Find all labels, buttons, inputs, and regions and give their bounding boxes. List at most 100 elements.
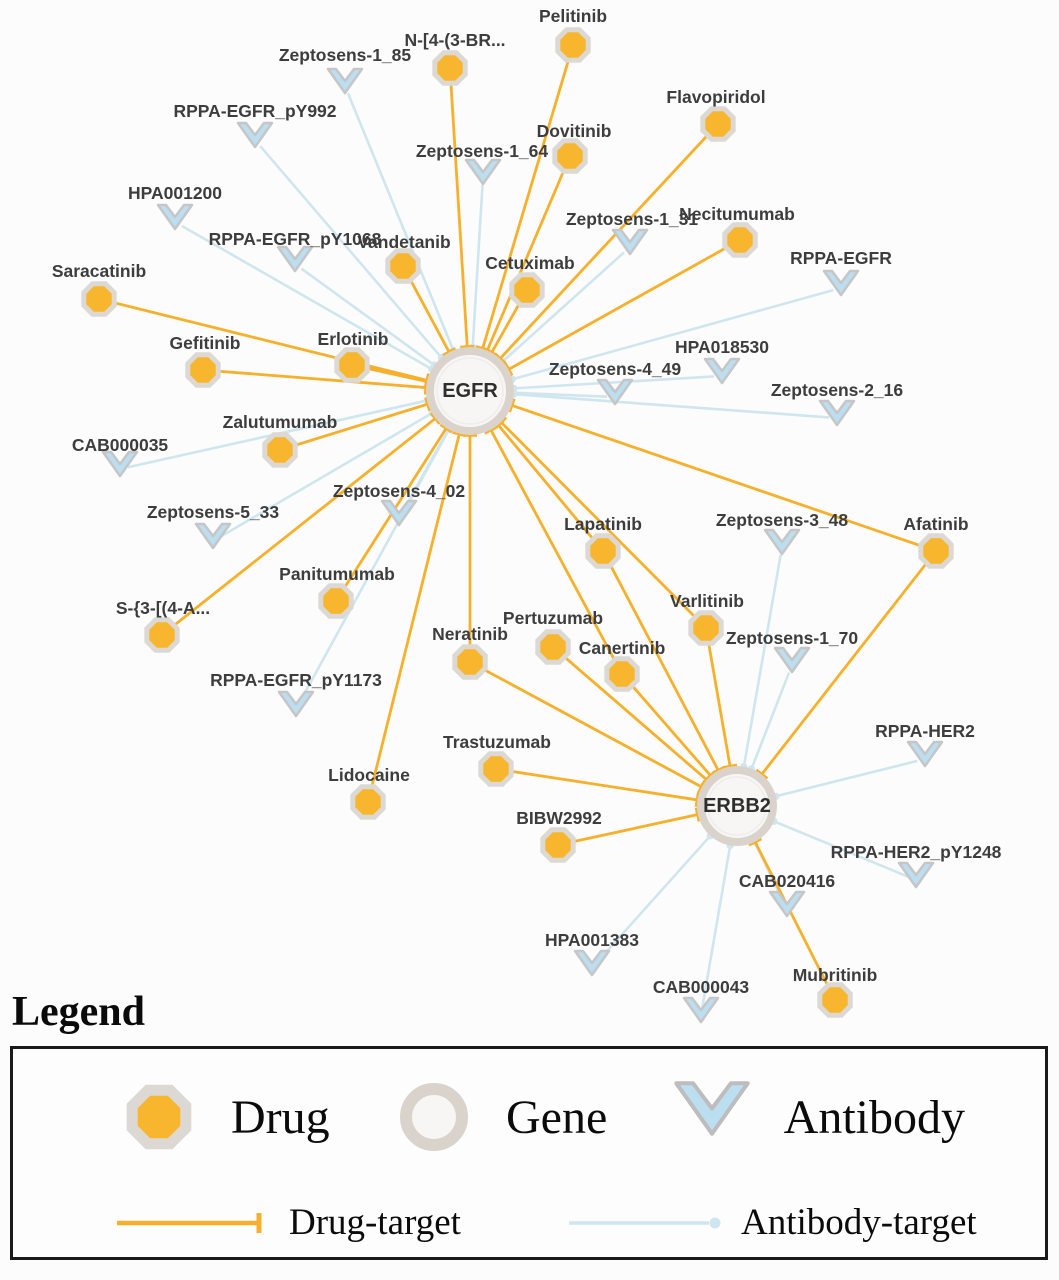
- antibody-node-cab020416: [768, 890, 806, 918]
- antibody-node-rppa-egfr-py992: [236, 121, 274, 149]
- gene-label-egfr: EGFR: [442, 380, 498, 402]
- tee-arrowhead: [722, 763, 738, 770]
- legend-drug-label: Drug: [231, 1090, 330, 1144]
- drug-edge-canertinib-erbb2: [626, 679, 718, 782]
- drug-node-varlitinib: [688, 610, 724, 646]
- antibody-chevron-icon: [573, 949, 611, 977]
- antibody-chevron-icon: [101, 450, 139, 478]
- drug-octagon-icon: [700, 106, 736, 142]
- drug-octagon-icon: [552, 138, 588, 174]
- antibody-node-zeptosens-3-48: [763, 528, 801, 556]
- antibody-node-zeptosens-4-49: [596, 378, 634, 406]
- drug-octagon-icon: [918, 533, 954, 569]
- legend-gene-label: Gene: [506, 1090, 608, 1144]
- drug-edge-cetuximab-egfr: [484, 296, 525, 358]
- node-label-pertuzumab: Pertuzumab: [503, 608, 603, 628]
- drug-octagon-icon: [688, 610, 724, 646]
- node-label-rppa-egfr: RPPA-EGFR: [790, 248, 892, 268]
- node-label-dovitinib: Dovitinib: [537, 121, 612, 141]
- node-label-zeptosens-1-70: Zeptosens-1_70: [726, 628, 859, 648]
- antibody-chevron-icon: [464, 158, 502, 186]
- drug-octagon-icon: [144, 617, 180, 653]
- legend-item-antibody-target: Antibody-target: [565, 1201, 977, 1244]
- drug-octagon-icon: [585, 533, 621, 569]
- node-label-neratinib: Neratinib: [432, 624, 508, 644]
- legend-antibody-target-label: Antibody-target: [741, 1202, 977, 1243]
- node-label-mubritinib: Mubritinib: [793, 965, 878, 985]
- node-label-cab000043: CAB000043: [653, 977, 750, 997]
- drug-octagon-icon: [262, 432, 298, 468]
- legend-title: Legend: [12, 989, 146, 1035]
- antibody-chevron-icon: [380, 499, 418, 527]
- antibody-node-icon: [673, 1081, 750, 1136]
- node-label-cab020416: CAB020416: [739, 871, 836, 891]
- drug-edge-n-4-3-br-egfr: [449, 75, 475, 350]
- drug-node-pertuzumab: [535, 629, 571, 665]
- node-label-rppa-egfr-py992: RPPA-EGFR_pY992: [173, 101, 336, 121]
- drug-octagon-icon: [385, 248, 421, 284]
- tee-arrowhead: [694, 807, 702, 822]
- gene-inner-ring: [707, 776, 767, 836]
- drug-octagon-icon: [722, 222, 758, 258]
- drug-octagon-icon: [185, 352, 221, 388]
- node-layer: EGFR ERBB2: [81, 27, 954, 1024]
- node-label-s-3-4-a: S-{3-[(4-A...: [116, 598, 210, 618]
- drug-octagon-icon: [432, 50, 468, 86]
- drug-edge-trastuzumab-erbb2: [503, 768, 701, 808]
- drug-octagon-icon: [350, 784, 386, 820]
- node-label-rppa-egfr-py1068: RPPA-EGFR_pY1068: [209, 229, 382, 249]
- antibody-chevron-icon: [236, 121, 274, 149]
- node-label-zeptosens-3-48: Zeptosens-3_48: [716, 510, 849, 530]
- gene-node-icon: [400, 1083, 469, 1151]
- antibody-node-zeptosens-4-02: [380, 499, 418, 527]
- legend-item-gene: Gene: [388, 1071, 607, 1163]
- drug-edge-neratinib-egfr: [463, 433, 477, 654]
- node-label-cab000035: CAB000035: [72, 435, 169, 455]
- drug-node-n-4-3-br: [432, 50, 468, 86]
- antibody-node-zeptosens-2-16: [818, 399, 856, 427]
- gene-circle-icon: [697, 766, 777, 846]
- drug-node-canertinib: [604, 656, 640, 692]
- antibody-chevron-icon: [673, 1081, 750, 1136]
- drug-target-edge-icon: [117, 1212, 262, 1233]
- gene-inner-ring: [436, 357, 504, 425]
- antibody-chevron-icon: [768, 890, 806, 918]
- drug-edge-varlitinib-erbb2: [705, 635, 738, 770]
- node-label-cetuximab: Cetuximab: [485, 253, 574, 273]
- antibody-chevron-icon: [156, 203, 194, 231]
- antibody-chevron-icon: [682, 996, 720, 1024]
- node-label-n-4-3-br: N-[4-(3-BR...: [404, 30, 505, 50]
- antibody-node-rppa-egfr-py1068: [276, 245, 314, 273]
- antibody-chevron-icon: [703, 357, 741, 385]
- drug-octagon-icon: [604, 656, 640, 692]
- antibody-node-zeptosens-5-33: [194, 522, 232, 550]
- drug-node-flavopiridol: [700, 106, 736, 142]
- gene-label-erbb2: ERBB2: [703, 795, 771, 817]
- node-label-pelitinib: Pelitinib: [539, 6, 607, 26]
- antibody-node-zeptosens-1-85: [326, 67, 364, 95]
- drug-edge-afatinib-erbb2: [755, 556, 933, 781]
- tee-arrowhead: [442, 347, 457, 358]
- drug-node-bibw2992: [540, 827, 576, 863]
- drug-octagon-icon: [555, 27, 591, 63]
- label-layer: PelitinibN-[4-(3-BR...FlavopiridolDoviti…: [52, 6, 1002, 997]
- antibody-target-edge-icon: [569, 1217, 721, 1228]
- drug-node-neratinib: [452, 644, 488, 680]
- drug-node-zalutumumab: [262, 432, 298, 468]
- drug-node-afatinib: [918, 533, 954, 569]
- drug-octagon-icon: [318, 583, 354, 619]
- legend-antibody-label: Antibody: [783, 1090, 965, 1144]
- edge-layer: [106, 52, 933, 1008]
- node-label-hpa001200: HPA001200: [128, 183, 222, 203]
- node-label-zeptosens-1-85: Zeptosens-1_85: [279, 45, 412, 65]
- antibody-node-hpa018530: [703, 357, 741, 385]
- drug-node-trastuzumab: [478, 751, 514, 787]
- drug-node-cetuximab: [509, 272, 545, 308]
- antibody-edge-rppa-her2-erbb2: [772, 759, 918, 800]
- drug-octagon-icon: [126, 1084, 192, 1150]
- legend-drug-target-label: Drug-target: [289, 1202, 461, 1243]
- node-label-zeptosens-1-31: Zeptosens-1_31: [566, 209, 699, 229]
- node-label-lidocaine: Lidocaine: [328, 765, 410, 785]
- node-label-zeptosens-4-49: Zeptosens-4_49: [549, 359, 682, 379]
- antibody-edge-zeptosens-1-70-erbb2: [747, 671, 791, 773]
